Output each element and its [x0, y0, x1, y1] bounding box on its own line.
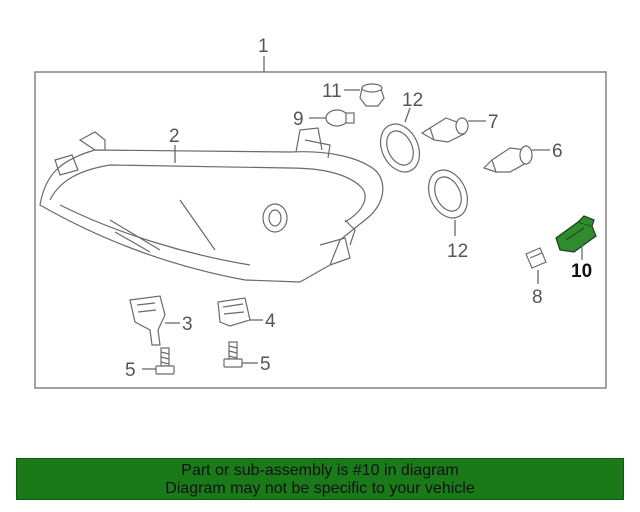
banner-line-1: Part or sub-assembly is #10 in diagram: [181, 462, 459, 479]
notice-banner: Part or sub-assembly is #10 in diagram D…: [16, 458, 624, 500]
callout-9: 9: [293, 109, 304, 130]
callout-5-left: 5: [125, 360, 136, 381]
callout-12-bottom: 12: [447, 241, 468, 262]
bulb-6: [482, 145, 533, 173]
callout-2: 2: [169, 126, 180, 147]
bulb-8: [525, 247, 547, 269]
callout-1: 1: [258, 36, 269, 57]
callout-7: 7: [488, 112, 499, 133]
bulb-7: [420, 117, 469, 143]
seal-ring-12-bottom: [427, 169, 469, 219]
seal-ring-12-top: [379, 123, 421, 173]
bolt-5-left: [155, 347, 175, 375]
bracket-4: [217, 297, 251, 327]
callout-8: 8: [532, 287, 543, 308]
callout-4: 4: [265, 311, 276, 332]
bolt-5-right: [223, 341, 243, 368]
bulb-9: [325, 109, 355, 127]
bracket-3: [129, 295, 166, 346]
socket-11: [359, 83, 385, 107]
assembly-frame: [34, 71, 607, 389]
callout-12-top: 12: [402, 90, 423, 111]
callout-3: 3: [182, 314, 193, 335]
socket-10-highlighted[interactable]: [555, 215, 597, 253]
callout-10: 10: [571, 261, 592, 282]
callout-6: 6: [552, 141, 563, 162]
banner-line-2: Diagram may not be specific to your vehi…: [165, 480, 475, 497]
headlamp-housing: [39, 127, 384, 283]
parts-diagram: 1 2 3 4 5 5: [34, 36, 607, 389]
callout-11: 11: [322, 81, 342, 102]
callout-5-right: 5: [260, 354, 271, 375]
